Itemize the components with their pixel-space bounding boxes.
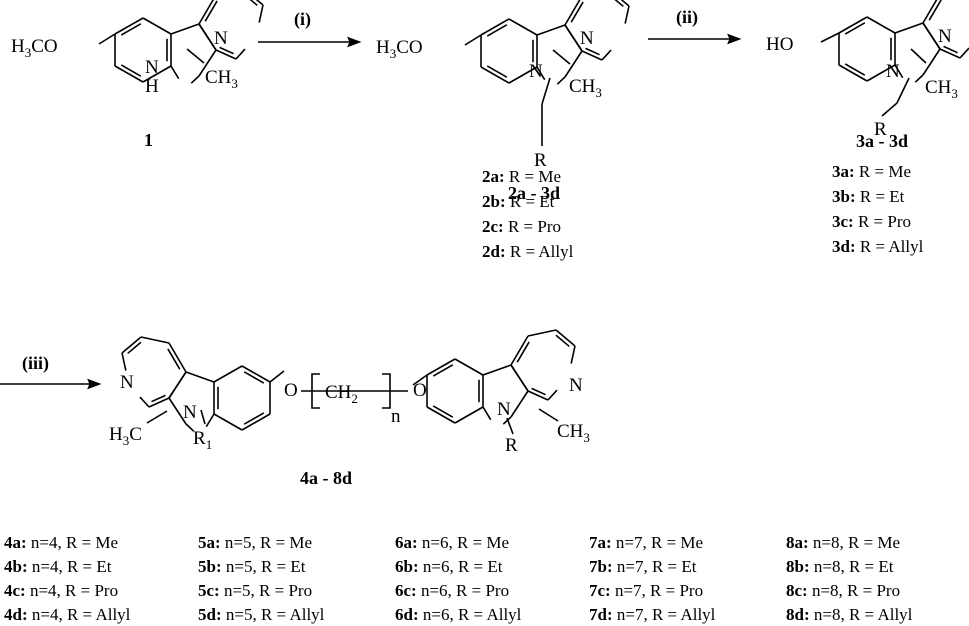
pyridine-nitrogen: N — [580, 28, 594, 49]
series-4-8-entry: 4c: n=4, R = Pro — [4, 581, 118, 600]
series-4-8-entry: 6b: n=6, R = Et — [395, 557, 503, 576]
series-4-8-entry: 6a: n=6, R = Me — [395, 533, 509, 552]
r1-substituent: R1 — [193, 428, 212, 452]
methyl-label: CH3 — [569, 76, 602, 100]
series-3-list: 3a: R = Me 3b: R = Et 3c: R = Pro 3d: R = A… — [832, 162, 924, 256]
indole-nitrogen: N — [886, 61, 900, 82]
pyridine-nitrogen: N — [214, 28, 228, 49]
repeat-unit-bracket — [301, 373, 408, 409]
methoxy-label: H3CO — [376, 37, 423, 61]
series-4-8-entry: 7a: n=7, R = Me — [589, 533, 703, 552]
pyridine-nitrogen: N — [938, 26, 952, 47]
step-label-i: (i) — [294, 9, 311, 30]
indole-hydrogen: H — [145, 76, 159, 97]
r-substituent: R — [534, 150, 547, 171]
step-label-ii: (ii) — [676, 7, 698, 28]
structure-compound-2 — [480, 0, 630, 85]
series-4-8-entry: 8b: n=8, R = Et — [786, 557, 894, 576]
compound-range-3: 3a - 3d — [856, 131, 908, 151]
series-4-8-entry: 5d: n=5, R = Allyl — [198, 605, 325, 624]
r-substituent: R — [874, 119, 887, 140]
methyl-label-right: CH3 — [557, 421, 590, 445]
ether-oxygen-right: O — [413, 380, 427, 401]
series-4-8-entry: 7b: n=7, R = Et — [589, 557, 697, 576]
series-4-8-entry: 4d: n=4, R = Allyl — [4, 605, 131, 624]
series-4-8-entry: 5c: n=5, R = Pro — [198, 581, 312, 600]
repeat-count-n: n — [391, 406, 401, 427]
series-2-list: 2a: R = Me 2b: R = Et 2c: R = Pro 2d: R = A… — [482, 167, 574, 261]
series-2-entry: 2c: R = Pro — [482, 217, 561, 236]
series-4-8-entry: 6d: n=6, R = Allyl — [395, 605, 522, 624]
series-3-entry: 3d: R = Allyl — [832, 237, 924, 256]
series-4-8-entry: 7c: n=7, R = Pro — [589, 581, 703, 600]
pyridine-nitrogen-right: N — [569, 375, 583, 396]
structure-compound-3 — [838, 0, 969, 83]
ether-oxygen-left: O — [284, 380, 298, 401]
methyl-label-left: H3C — [109, 424, 142, 448]
hydroxy-label: HO — [766, 34, 793, 55]
compound-range-4-8: 4a - 8d — [300, 468, 352, 488]
series-4-8-entry: 8c: n=8, R = Pro — [786, 581, 900, 600]
series-3-entry: 3b: R = Et — [832, 187, 905, 206]
compound-number-1: 1 — [144, 130, 153, 150]
pyridine-nitrogen-left: N — [120, 372, 134, 393]
compound-range-2: 2a - 3d — [508, 183, 560, 203]
series-2-entry: 2b: R = Et — [482, 192, 555, 211]
step-label-iii: (iii) — [22, 353, 49, 374]
series-4-8-entry: 7d: n=7, R = Allyl — [589, 605, 716, 624]
series-2-entry: 2a: R = Me — [482, 167, 561, 186]
r-substituent-right: R — [505, 435, 518, 456]
series-4-8-table: 4a: n=4, R = Me 4b: n=4, R = Et 4c: n=4, R… — [4, 533, 913, 624]
series-2-entry: 2d: R = Allyl — [482, 242, 574, 261]
structure-dimer-right-carboline — [426, 329, 576, 425]
series-4-8-entry: 5a: n=5, R = Me — [198, 533, 312, 552]
series-3-entry: 3a: R = Me — [832, 162, 911, 181]
indole-nitrogen-right: N — [497, 399, 511, 420]
series-4-8-entry: 8a: n=8, R = Me — [786, 533, 900, 552]
indole-nitrogen: N — [529, 61, 543, 82]
methyl-label: CH3 — [925, 77, 958, 101]
indole-nitrogen: N — [145, 57, 159, 78]
methoxy-label: H3CO — [11, 36, 58, 60]
methylene-label: CH2 — [325, 382, 358, 406]
series-4-8-entry: 6c: n=6, R = Pro — [395, 581, 509, 600]
structure-dimer-left-carboline — [121, 336, 271, 432]
series-3-entry: 3c: R = Pro — [832, 212, 911, 231]
series-4-8-entry: 4a: n=4, R = Me — [4, 533, 118, 552]
series-4-8-entry: 4b: n=4, R = Et — [4, 557, 112, 576]
structure-compound-1 — [114, 0, 264, 84]
series-4-8-entry: 5b: n=5, R = Et — [198, 557, 306, 576]
substituent-bonds — [98, 32, 927, 435]
reaction-arrows — [0, 33, 742, 390]
indole-nitrogen-left: N — [183, 402, 197, 423]
series-4-8-entry: 8d: n=8, R = Allyl — [786, 605, 913, 624]
methyl-label: CH3 — [205, 67, 238, 91]
